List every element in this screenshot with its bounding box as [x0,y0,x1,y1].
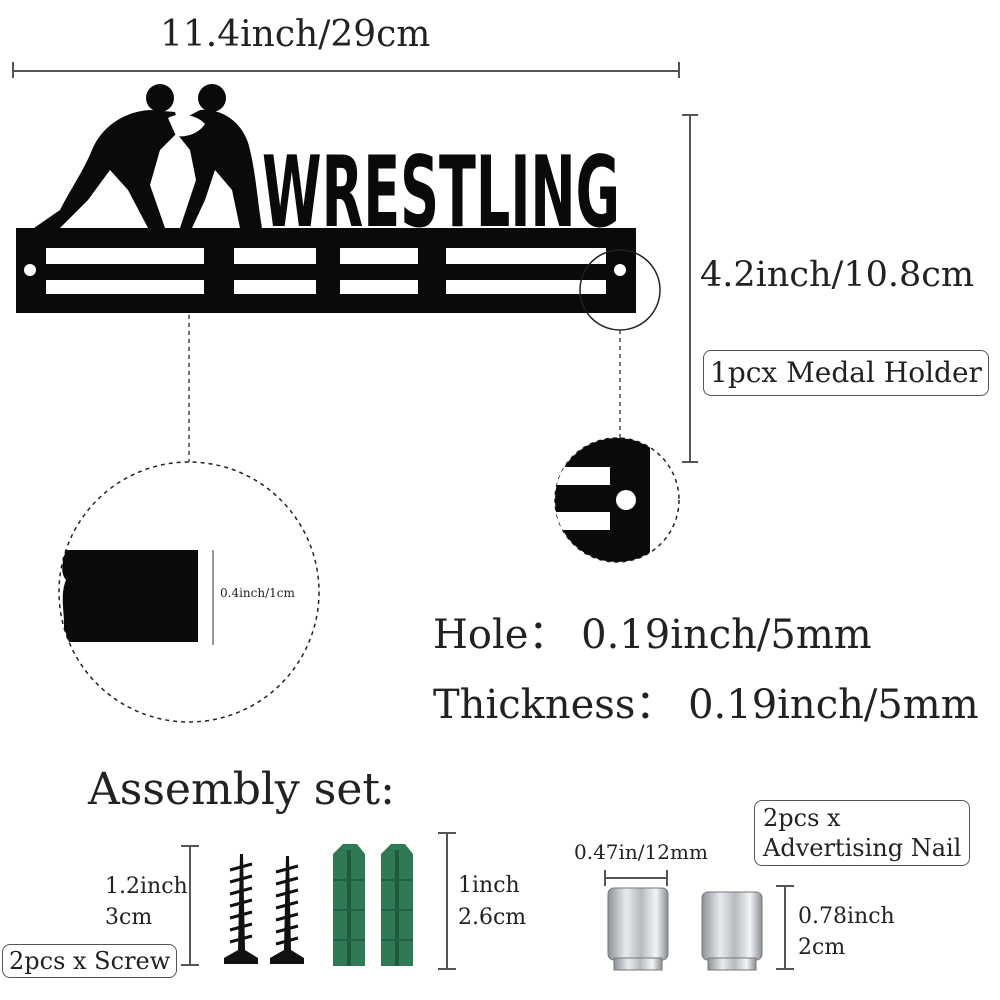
screw-quantity-label: 2pcs x Screw [2,944,178,978]
screw-icon [270,856,304,964]
wall-anchor-icon [333,844,365,966]
nail-diameter-tick-right [666,870,668,886]
nails-graphic [607,887,763,971]
anchor-length-inch: 1inch [458,873,520,898]
screws-graphic [224,854,304,964]
assembly-heading: Assembly set: [88,764,395,815]
advertising-nail-icon [701,891,763,971]
product-quantity-label: 1pcx Medal Holder [703,350,989,396]
hole-spec: Hole： 0.19inch/5mm [433,612,872,658]
nail-height-tick-bottom [776,968,794,970]
nail-diameter-label: 0.47in/12mm [574,840,708,864]
bar-thickness-label: 0.4inch/1cm [220,586,295,600]
anchor-tick-top [438,832,456,834]
nail-diameter-tick-left [604,870,606,886]
width-dimension-label: 11.4inch/29cm [160,14,431,55]
nail-height-line [784,885,786,970]
width-tick-right [678,62,680,78]
wall-anchor-icon [381,844,413,966]
screw-length-inch: 1.2inch [105,874,188,899]
nail-quantity-label: 2pcs x Advertising Nail [754,800,971,866]
nail-height-cm: 2cm [798,935,846,960]
width-tick-left [12,62,14,78]
anchors-graphic [333,844,413,966]
nail-diameter-line [604,877,667,879]
anchor-tick-bottom [438,968,456,970]
nail-height-inch: 0.78inch [798,904,895,929]
screw-icon [224,854,258,964]
height-dimension-label: 4.2inch/10.8cm [700,255,975,295]
nail-height-tick-top [776,885,794,887]
thickness-spec: Thickness： 0.19inch/5mm [433,682,979,728]
nail-quantity-line2: Advertising Nail [763,834,962,862]
screw-tick-bottom [181,964,199,966]
nail-quantity-line1: 2pcs x [763,804,841,832]
screw-dimension-line [189,845,191,965]
width-dimension-line [12,70,680,72]
anchor-length-cm: 2.6cm [458,905,527,930]
screw-length-cm: 3cm [105,905,153,930]
screw-tick-top [181,845,199,847]
advertising-nail-icon [607,887,669,971]
anchor-dimension-line [446,832,448,970]
wrestlers-silhouette-icon [34,84,262,228]
